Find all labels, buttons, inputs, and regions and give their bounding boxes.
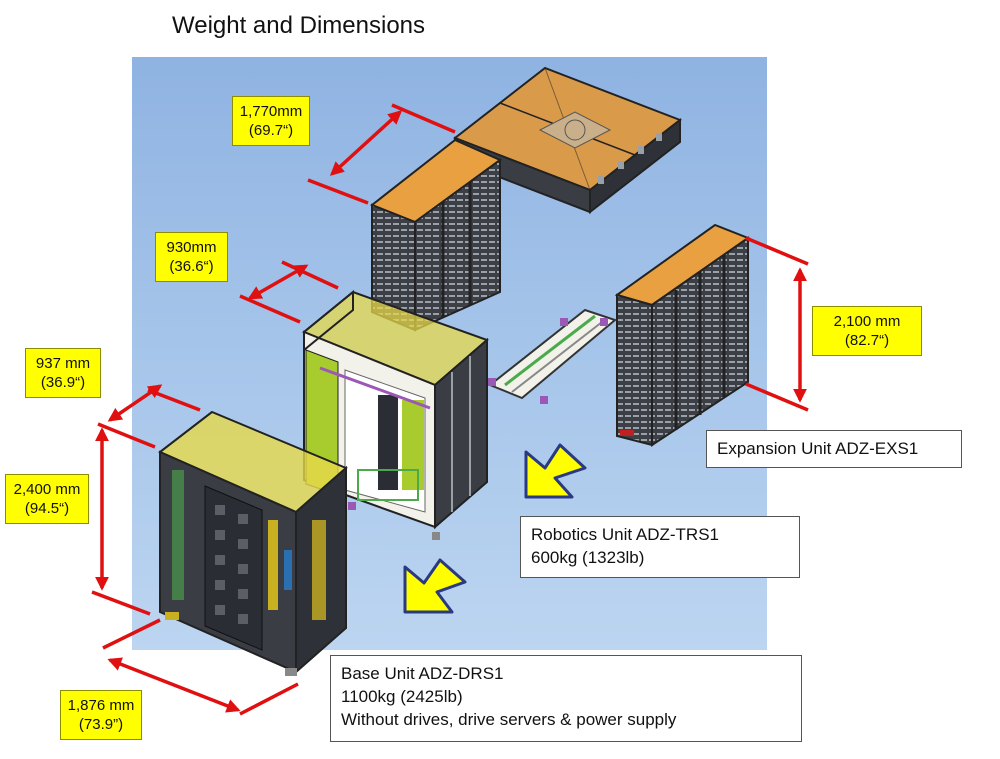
dimension-mm: 2,400 mm	[13, 481, 81, 498]
dimension-mm: 2,100 mm	[833, 313, 901, 330]
expansion-ceiling-tray	[452, 66, 683, 215]
base-unit-cabinet	[158, 410, 348, 676]
callout-base-unit: Base Unit ADZ-DRS1 1100kg (2425lb) Witho…	[330, 655, 802, 742]
dimension-inch: (94.5“)	[24, 500, 70, 517]
connecting-rail	[488, 308, 618, 404]
callout-expansion-unit: Expansion Unit ADZ-EXS1	[706, 430, 962, 468]
unit-name: Base Unit ADZ-DRS1	[341, 664, 504, 683]
unit-note: Without drives, drive servers & power su…	[341, 710, 677, 729]
dimension-mm: 937 mm	[35, 355, 91, 372]
dimension-inch: (73.9”)	[78, 716, 124, 733]
dimension-label-expansion-depth: 1,770mm (69.7“)	[232, 96, 310, 146]
page-title: Weight and Dimensions	[172, 12, 426, 39]
dimension-mm: 1,770mm	[239, 103, 303, 120]
expansion-unit-cabinet	[614, 223, 751, 447]
dimension-label-base-depth: 1,876 mm (73.9”)	[60, 690, 142, 740]
dimension-inch: (36.6“)	[169, 258, 214, 275]
expansion-rack-upper	[370, 138, 502, 332]
unit-name: Expansion Unit ADZ-EXS1	[717, 439, 919, 458]
dimension-label-robotics-width: 930mm (36.6“)	[155, 232, 228, 282]
flow-arrow-to-base	[403, 558, 467, 614]
dimension-label-expansion-height: 2,100 mm (82.7“)	[812, 306, 922, 356]
dimension-inch: (36.9“)	[40, 374, 86, 391]
callout-robotics-unit: Robotics Unit ADZ-TRS1 600kg (1323lb)	[520, 516, 800, 578]
unit-name: Robotics Unit ADZ-TRS1	[531, 525, 719, 544]
dimension-label-base-width: 937 mm (36.9“)	[25, 348, 101, 398]
unit-weight: 1100kg (2425lb)	[341, 687, 463, 706]
unit-weight: 600kg (1323lb)	[531, 548, 645, 567]
robotics-unit-frame	[302, 289, 489, 540]
dimension-label-base-height: 2,400 mm (94.5“)	[5, 474, 89, 524]
dimension-mm: 1,876 mm	[67, 697, 135, 714]
dimension-inch: (82.7“)	[844, 332, 890, 349]
flow-arrow-to-robotics	[524, 443, 587, 499]
dimension-inch: (69.7“)	[248, 122, 294, 139]
dimension-lines	[91, 103, 809, 716]
dimension-mm: 930mm	[166, 239, 217, 256]
